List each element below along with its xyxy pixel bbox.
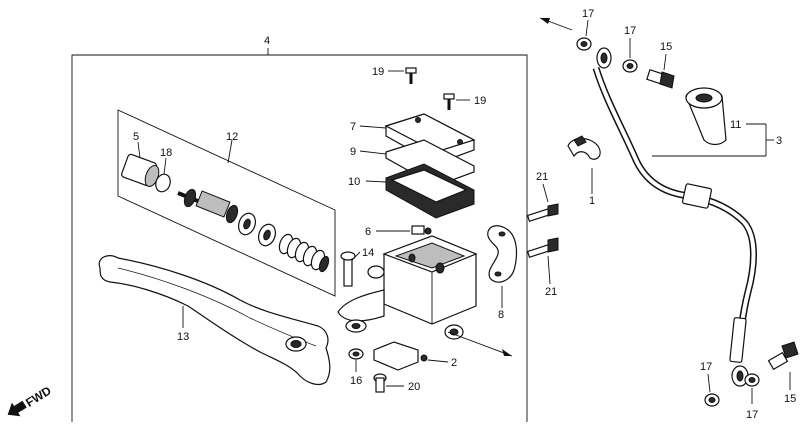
leader-arrow: [447, 331, 513, 357]
callout-7: 7: [350, 121, 356, 133]
callout-15-a: 15: [660, 41, 672, 53]
callout-17-d: 17: [746, 409, 758, 421]
callout-13: 13: [177, 331, 189, 343]
callout-8: 8: [498, 309, 504, 321]
holder-8: [487, 225, 518, 308]
piston-kit-outline-12: [117, 109, 336, 297]
washer-17-a: [576, 19, 592, 51]
callout-9: 9: [350, 146, 356, 158]
callout-2: 2: [451, 357, 457, 369]
hose-cover-11: [685, 87, 727, 146]
screw-19-b: [443, 93, 470, 110]
assembly-box-4: [71, 48, 528, 422]
diaphragm-10: [365, 163, 475, 219]
bolt-21-a: [526, 183, 559, 223]
clamp-1: [567, 135, 601, 194]
brake-hose-3: [592, 47, 774, 387]
callout-15-b: 15: [784, 393, 796, 405]
callout-4: 4: [264, 35, 270, 47]
callout-12: 12: [226, 131, 238, 143]
brake-lever-13: [98, 255, 331, 386]
callout-21-a: 21: [536, 171, 548, 183]
screw-19-a: [388, 67, 417, 84]
banjo-bolt-15-b: [767, 341, 799, 390]
pivot-bolt-14: [340, 251, 361, 287]
callout-16: 16: [350, 375, 362, 387]
banjo-bolt-15-a: [646, 53, 675, 89]
master-cylinder-body: [337, 235, 478, 340]
callout-10: 10: [348, 176, 360, 188]
circlip-18: [155, 157, 171, 193]
callout-1: 1: [589, 195, 595, 207]
callout-19-a: 19: [372, 66, 384, 78]
callout-17-b: 17: [624, 25, 636, 37]
callout-21-b: 21: [545, 286, 557, 298]
fitting-6: [376, 225, 432, 235]
fwd-arrow-icon: [7, 400, 27, 417]
piston-assembly: [177, 139, 330, 273]
callout-17-a: 17: [582, 8, 594, 20]
callout-20: 20: [408, 381, 420, 393]
set-plate-9: [359, 139, 475, 187]
stop-switch-2: [373, 341, 449, 371]
washer-17-c: [704, 373, 720, 407]
fwd-marker: FWD: [7, 383, 54, 417]
callout-6: 6: [365, 226, 371, 238]
callout-14: 14: [362, 247, 374, 259]
callout-11: 11: [730, 119, 741, 131]
screw-20: [373, 373, 404, 393]
leader-arrowhead: [502, 349, 512, 356]
callout-3: 3: [776, 135, 782, 147]
washer-17-d: [744, 373, 760, 404]
hose-direction-arrow: [539, 17, 573, 31]
callout-18: 18: [160, 147, 172, 159]
screw-16: [348, 348, 364, 372]
washer-17-b: [622, 38, 638, 73]
bolt-21-b: [526, 237, 559, 285]
callout-19-b: 19: [474, 95, 486, 107]
callout-5: 5: [133, 131, 139, 143]
boot-5: [121, 141, 160, 188]
fwd-label: FWD: [23, 383, 54, 410]
callout-17-c: 17: [700, 361, 712, 373]
